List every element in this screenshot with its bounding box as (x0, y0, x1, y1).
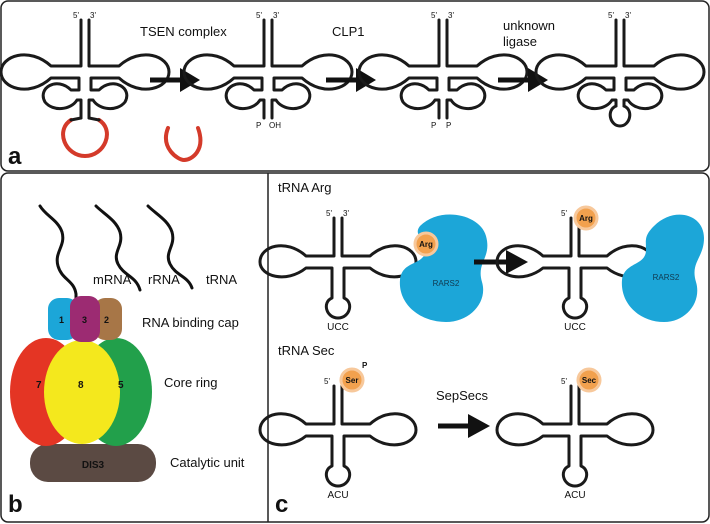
cap-label: RNA binding cap (142, 315, 239, 330)
panel-label-b: b (8, 491, 23, 518)
five-prime-end: 5' (73, 11, 79, 20)
pre-trna: 5' 3' (0, 11, 171, 159)
rars2-label-1: RARS2 (433, 279, 460, 288)
five-prime-end: 5' (324, 377, 330, 386)
arg-bound-label: Arg (419, 240, 433, 249)
trna-sec-title: tRNA Sec (278, 343, 335, 358)
arg-charged-label: Arg (579, 214, 593, 223)
trna-arg-charged: 5' UCC (495, 209, 655, 333)
panel-label-c: c (275, 491, 288, 518)
mature-trna: 5' 3' (534, 11, 706, 128)
terminus-p1: P (431, 121, 436, 130)
dis3-unit (30, 444, 156, 482)
arg-bound (413, 231, 439, 257)
three-prime-end: 3' (343, 209, 349, 218)
subunit-1-label: 1 (59, 315, 64, 325)
terminus-oh: OH (269, 121, 281, 130)
arrow-2 (326, 68, 376, 92)
five-prime-end: 5' (431, 11, 437, 20)
step-ligase: ligase (503, 34, 537, 49)
five-prime-end: 5' (256, 11, 262, 20)
arrow-arg (474, 250, 528, 274)
rars2-free (621, 214, 704, 322)
step-unknown: unknown (503, 18, 555, 33)
anticodon-arg: UCC (564, 322, 586, 333)
subunit-7-label: 7 (36, 380, 42, 391)
core-ring-label: Core ring (164, 375, 217, 390)
catalytic-label: Catalytic unit (170, 455, 245, 470)
panel-a-frame (0, 0, 710, 172)
sepsecs-label: SepSecs (436, 388, 489, 403)
rars2-label-2: RARS2 (653, 273, 680, 282)
anticodon-sec: ACU (564, 490, 585, 501)
dis3-label: DIS3 (82, 460, 105, 471)
mrna-label: mRNA (93, 272, 132, 287)
trna-label: tRNA (206, 272, 237, 287)
panel-bc-frame (0, 172, 710, 523)
terminus-p: P (256, 121, 261, 130)
ser-label: Ser (346, 376, 359, 385)
subunit-2-label: 2 (104, 315, 109, 325)
panel-b: mRNA rRNA tRNA DIS3 7 8 5 1 3 2 RNA bind… (8, 204, 245, 518)
intron-loop (61, 118, 109, 159)
sec-label: Sec (582, 376, 597, 385)
phosphate-label: P (362, 361, 368, 370)
panel-a: 5' 3' TSEN complex 5' 3' P OH CLP1 (0, 11, 706, 170)
rars2-enzyme (399, 214, 488, 322)
anticodon-sec: ACU (327, 490, 348, 501)
trna-sec-charged: 5' ACU (495, 377, 655, 501)
trna-strand (146, 204, 194, 290)
step-tsen: TSEN complex (140, 24, 227, 39)
three-prime-end: 3' (90, 11, 96, 20)
subunit-5-label: 5 (118, 380, 124, 391)
five-prime-end: 5' (326, 209, 332, 218)
freed-intron (164, 126, 203, 163)
three-prime-end: 3' (625, 11, 631, 20)
step-clp1: CLP1 (332, 24, 365, 39)
anticodon-arg: UCC (327, 322, 349, 333)
arrow-sec (438, 414, 490, 438)
panel-c: tRNA Arg 5' 3' UCC Arg RARS2 5' UCC Arg … (258, 180, 704, 518)
subunit-8-label: 8 (78, 380, 84, 391)
mrna-strand (38, 204, 78, 306)
trna-arg-title: tRNA Arg (278, 180, 331, 195)
trna-arg-uncharged: 5' 3' UCC (258, 209, 418, 333)
trna-ser-charged: 5' ACU (258, 377, 418, 501)
three-prime-end: 3' (273, 11, 279, 20)
rrna-strand (94, 204, 142, 292)
phosphorylated-trna: 5' 3' P P (357, 11, 529, 130)
three-prime-end: 3' (448, 11, 454, 20)
terminus-p2: P (446, 121, 451, 130)
ser-charged (339, 367, 365, 393)
subunit-2 (94, 298, 122, 340)
subunit-3-label: 3 (82, 315, 87, 325)
subunit-3 (70, 296, 100, 342)
five-prime-end: 5' (608, 11, 614, 20)
rrna-label: rRNA (148, 272, 180, 287)
subunit-8 (44, 340, 120, 444)
panel-label-a: a (8, 143, 22, 170)
five-prime-end: 5' (561, 209, 567, 218)
five-prime-end: 5' (561, 377, 567, 386)
cleaved-trna: 5' 3' P OH (182, 11, 354, 130)
arg-charged (573, 205, 599, 231)
sec-charged (576, 367, 602, 393)
